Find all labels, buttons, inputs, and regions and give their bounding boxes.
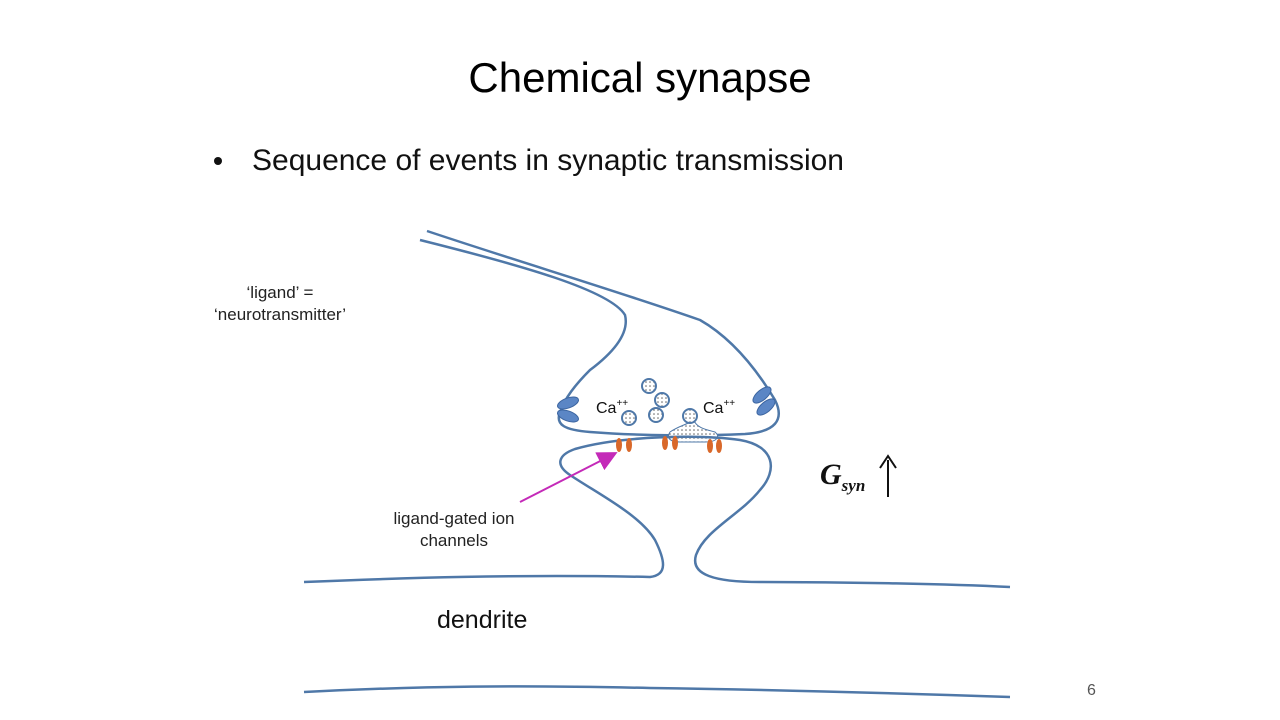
dendrite-lower-membrane <box>303 685 1011 699</box>
ligand-gated-channels-label: ligand-gated ion channels <box>384 508 524 552</box>
ion-channel-icon <box>662 436 668 450</box>
ion-channel-icon <box>626 438 632 452</box>
gsyn-label: Gsyn <box>820 458 865 496</box>
ligand-note-line-2: ‘neurotransmitter’ <box>214 305 346 324</box>
ion-channel-icon <box>716 439 722 453</box>
gsyn-symbol: G <box>820 458 842 491</box>
receptor-icon <box>557 396 579 410</box>
vesicle-icon <box>641 378 657 394</box>
receptor-icon <box>756 398 776 416</box>
pointer-arrow <box>519 452 618 503</box>
calcium-symbol: Ca <box>703 400 724 417</box>
dendrite-label: dendrite <box>437 606 528 634</box>
postsynaptic-spine <box>303 435 1011 589</box>
up-arrow-icon <box>879 454 897 497</box>
calcium-charge: ++ <box>723 398 736 409</box>
ion-channel-icon <box>707 439 713 453</box>
bullet-text: Sequence of events in synaptic transmiss… <box>252 144 844 177</box>
ion-channels <box>616 436 722 453</box>
ion-channel-icon <box>616 438 622 452</box>
ion-channel-icon <box>672 436 678 450</box>
vesicle-icon <box>654 392 670 408</box>
calcium-symbol: Ca <box>596 400 617 417</box>
ligand-note: ‘ligand’ = ‘neurotransmitter’ <box>190 282 370 326</box>
receptor-icon <box>557 409 579 423</box>
receptor-icon <box>752 386 772 404</box>
calcium-charge: ++ <box>616 398 629 409</box>
vesicle-icon <box>682 408 698 424</box>
slide-title: Chemical synapse <box>468 54 812 101</box>
ligand-gated-label-line-1: ligand-gated ion <box>393 509 515 528</box>
calcium-label-left: Ca++ <box>596 398 628 418</box>
presynaptic-terminal <box>419 229 780 437</box>
presynaptic-receptors <box>557 386 776 423</box>
calcium-label-right: Ca++ <box>703 398 735 418</box>
vesicle-icon <box>621 410 637 426</box>
gsyn-subscript: syn <box>841 476 866 495</box>
bullet-dot-icon <box>214 157 222 165</box>
page-number: 6 <box>1087 682 1096 699</box>
vesicles <box>621 378 698 426</box>
ligand-gated-label-line-2: channels <box>419 531 489 550</box>
ligand-note-line-1: ‘ligand’ = <box>246 283 314 302</box>
vesicle-icon <box>648 407 664 423</box>
bullet-point: Sequence of events in synaptic transmiss… <box>214 144 844 178</box>
